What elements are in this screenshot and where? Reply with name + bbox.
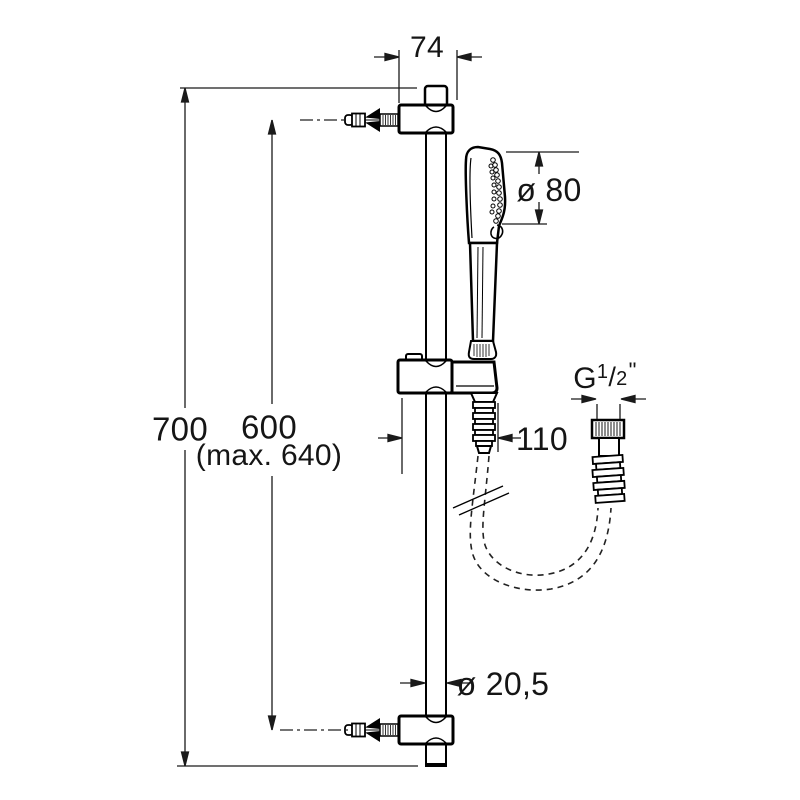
- dim-label-height-700: 700: [152, 410, 208, 448]
- dim-label-centers-600: 600: [241, 408, 297, 446]
- dim-label-head-dia-80: ø 80: [516, 172, 582, 208]
- thread-numerator: 1: [596, 361, 609, 383]
- spray-nozzles: [488, 157, 503, 224]
- hose-break-mark: [452, 485, 510, 516]
- bottom-wall-anchor-icon: [344, 717, 399, 743]
- dimension-700-lines: [177, 87, 418, 767]
- shower-rail: [423, 84, 449, 767]
- thread-denominator: 2: [616, 368, 628, 390]
- handshower-handle: [468, 241, 499, 343]
- handle-holder: [450, 360, 499, 395]
- thread-inch-mark: ": [628, 358, 637, 383]
- dim-label-hose-110: 110: [516, 421, 568, 457]
- hang-ring: [490, 224, 504, 240]
- dim-label-rail-dia-205: ø 20,5: [456, 666, 550, 702]
- dim-label-thread-g12: G1/2": [573, 360, 636, 394]
- hose-connector: [469, 392, 499, 454]
- dimension-80-lines: [502, 151, 579, 225]
- dimension-g12-lines: [571, 394, 646, 419]
- slider-bracket: [396, 353, 454, 395]
- dimension-74-lines: [374, 50, 482, 103]
- hose-end-ribs: [591, 453, 626, 504]
- handshower: [464, 145, 507, 360]
- top-wall-bracket: [397, 103, 455, 135]
- dimension-205-lines: [400, 678, 471, 688]
- top-wall-anchor-icon: [344, 107, 399, 133]
- bottom-wall-bracket: [397, 714, 455, 746]
- dimension-600-lines: [267, 119, 277, 731]
- hose-end-fitting: [590, 418, 626, 504]
- thread-prefix: G: [573, 362, 597, 395]
- dimension-110-lines: [378, 398, 521, 474]
- shower-hose-dashed: [469, 455, 612, 591]
- thread-fraction-slash: /: [608, 362, 617, 392]
- handle-grip-end: [467, 340, 498, 360]
- dim-label-max-640: (max. 640): [195, 439, 343, 472]
- dim-label-width-74: 74: [410, 31, 444, 64]
